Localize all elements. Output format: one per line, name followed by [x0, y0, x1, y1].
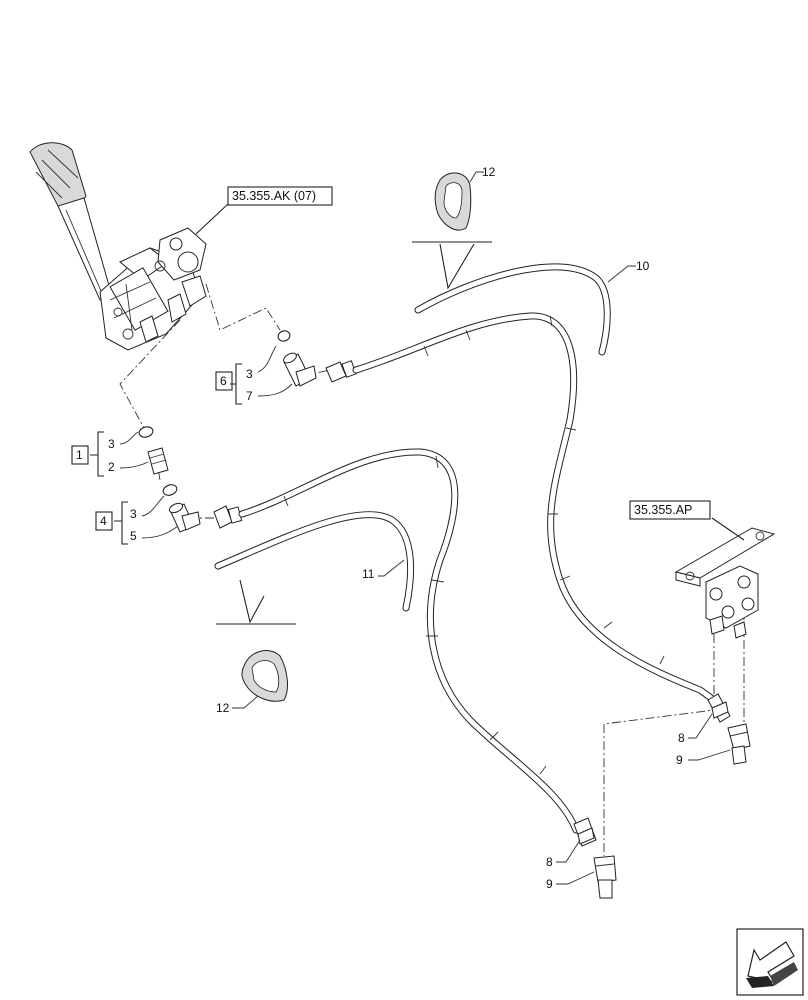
svg-text:8: 8	[546, 855, 553, 869]
fitting-group-1	[138, 426, 169, 475]
svg-text:8: 8	[678, 731, 685, 745]
svg-text:2: 2	[108, 460, 115, 474]
hose-11	[214, 511, 415, 612]
arrow-down-left-icon[interactable]	[736, 928, 804, 996]
svg-text:6: 6	[220, 374, 227, 388]
o-ring-6	[277, 330, 291, 342]
hydraulic-hoses	[213, 263, 731, 847]
group-box-4	[95, 511, 113, 531]
control-lever-assembly	[29, 142, 207, 351]
section-markers	[216, 241, 492, 625]
callout-12-bottom: 12	[216, 695, 259, 715]
hose-upper-assembly	[325, 312, 731, 723]
male-coupler-bottom	[593, 855, 617, 899]
svg-text:4: 4	[100, 514, 107, 528]
callout-8-right: 8	[678, 713, 713, 745]
svg-text:3: 3	[246, 367, 253, 381]
callout-11: 11	[362, 559, 405, 581]
group-4-callout[interactable]: 4 3 5	[95, 495, 179, 545]
reference-control-valve-label: 35.355.AK (07)	[232, 189, 316, 203]
svg-text:12: 12	[216, 701, 230, 715]
adapter-fitting-2	[147, 447, 169, 475]
assembly-path-lines	[119, 283, 745, 856]
svg-text:1: 1	[76, 448, 83, 462]
fitting-group-4	[162, 484, 201, 533]
svg-text:3: 3	[108, 437, 115, 451]
male-coupler-right	[727, 723, 751, 765]
group-box-6	[215, 371, 233, 391]
callout-8-bottom: 8	[546, 839, 581, 869]
hose-clip-bottom	[241, 650, 288, 702]
svg-text:11: 11	[362, 567, 375, 581]
svg-text:9: 9	[676, 753, 683, 767]
svg-text:12: 12	[482, 165, 496, 179]
hose-10	[414, 263, 611, 356]
svg-text:9: 9	[546, 877, 553, 891]
o-ring-4	[162, 484, 178, 496]
callout-9-right: 9	[676, 749, 731, 767]
hose-lower-assembly	[213, 448, 597, 847]
reference-quick-couplers[interactable]: 35.355.AP	[629, 500, 745, 541]
callout-12-top: 12	[469, 165, 496, 183]
svg-text:7: 7	[246, 389, 253, 403]
o-ring-1	[138, 426, 154, 438]
fitting-group-6	[277, 330, 317, 387]
group-box-1	[71, 445, 89, 465]
svg-text:10: 10	[636, 259, 650, 273]
group-1-callout[interactable]: 1 3 2	[71, 431, 149, 477]
reference-quick-couplers-label: 35.355.AP	[634, 503, 692, 517]
callout-9-bottom: 9	[546, 871, 595, 891]
svg-text:5: 5	[130, 529, 137, 543]
hose-clip-top	[434, 172, 472, 231]
coupler-block	[674, 527, 776, 639]
callout-10: 10	[607, 259, 650, 283]
reference-control-valve[interactable]: 35.355.AK (07)	[195, 186, 333, 235]
group-6-callout[interactable]: 6 3 7	[215, 345, 293, 405]
svg-text:3: 3	[130, 507, 137, 521]
